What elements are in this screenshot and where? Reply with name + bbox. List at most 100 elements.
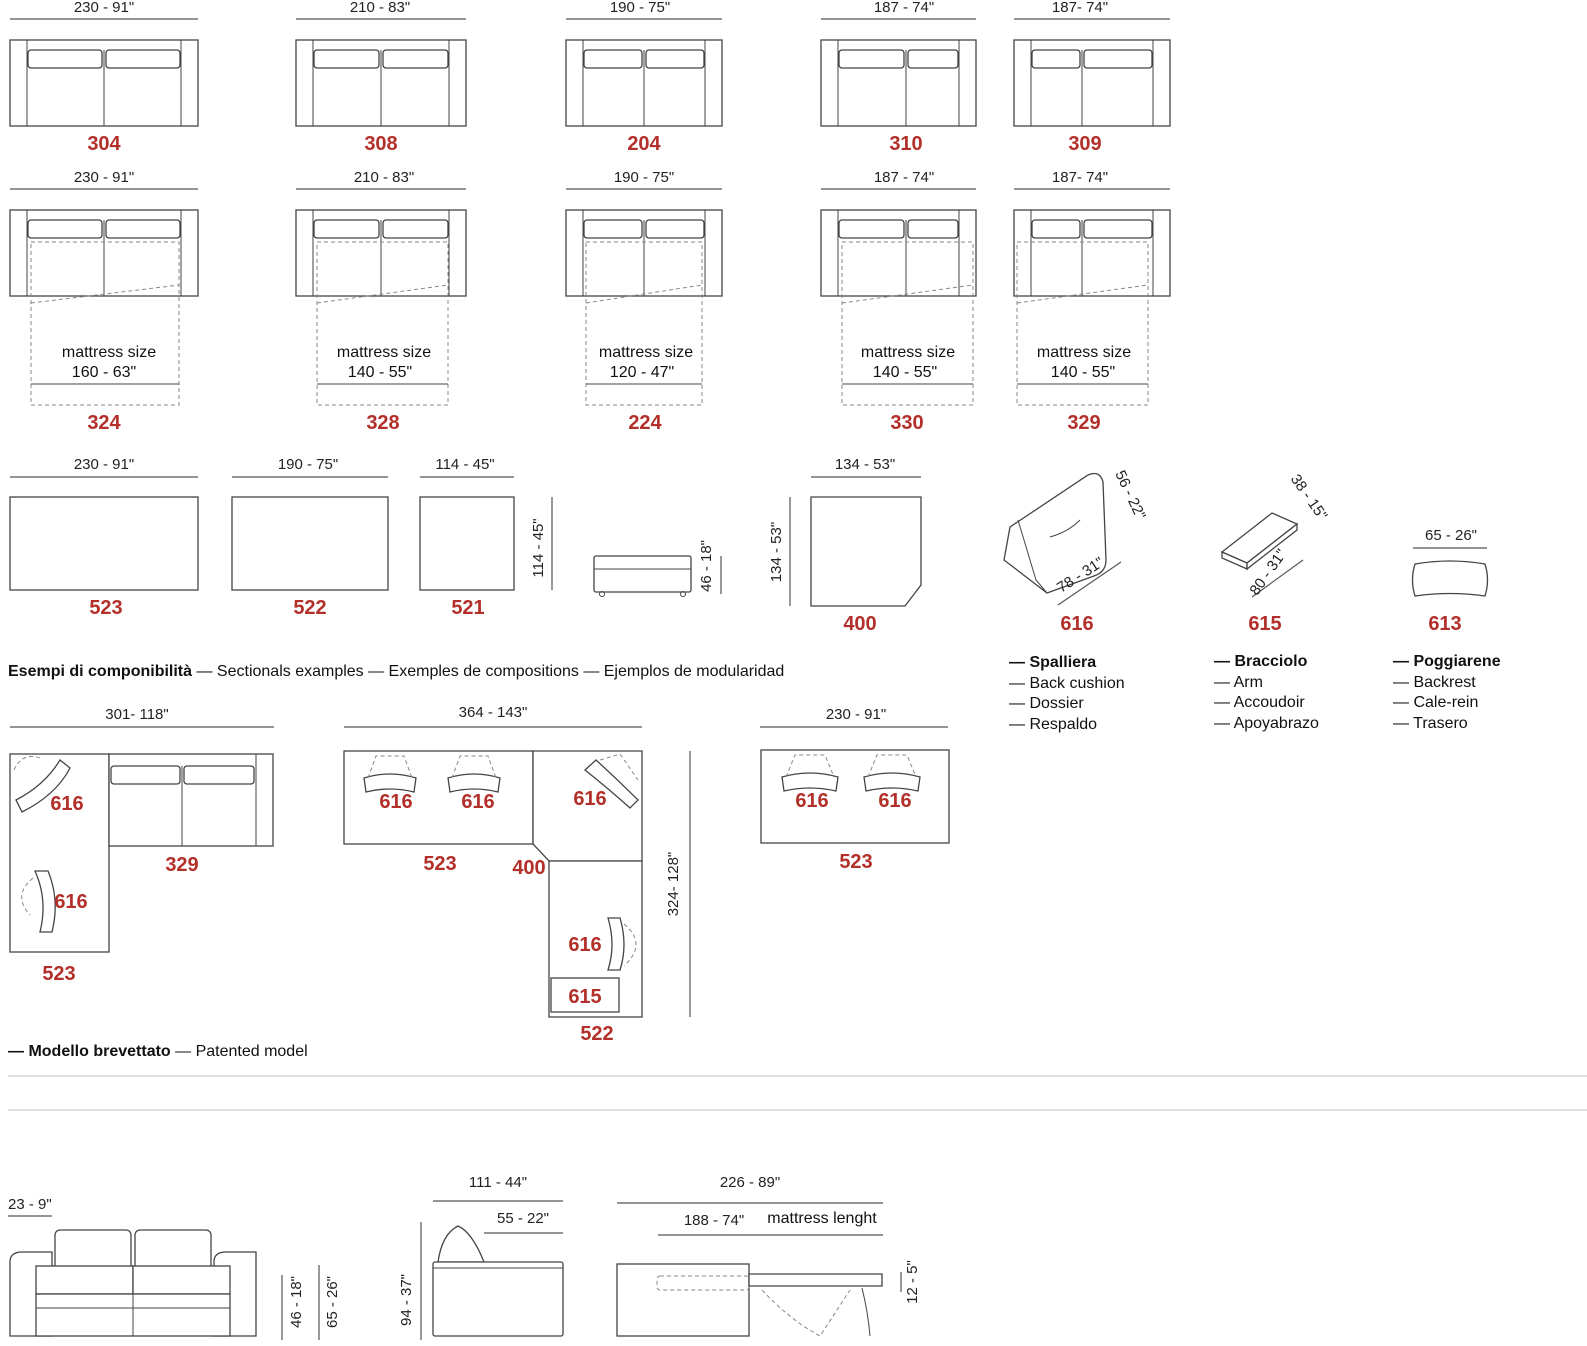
- mattress-size: 120 - 47": [610, 364, 674, 381]
- thickness-label: 12 - 5": [904, 1260, 921, 1304]
- dim-label: 114 - 45": [435, 456, 494, 473]
- svg-text:— Back cushion: — Back cushion: [1009, 675, 1125, 692]
- dim-a-label: 38 - 15": [1287, 471, 1331, 523]
- mattress-label: mattress size: [599, 344, 693, 361]
- legend-line: Dossier: [1029, 695, 1084, 712]
- legend-backrest: — Poggiarene — Backrest — Cale-rein — Tr…: [1393, 653, 1501, 732]
- side-elevation: 111 - 44" 55 - 22" 94 - 37": [398, 1174, 564, 1340]
- svg-text:— Backrest: — Backrest: [1393, 674, 1476, 691]
- ottoman-side-elevation: 46 - 18": [593, 540, 722, 597]
- model-code: 329: [1067, 412, 1100, 434]
- model-code: 615: [1248, 613, 1281, 635]
- model-code: 308: [364, 133, 397, 155]
- legend-line: Apoyabrazo: [1234, 715, 1319, 732]
- model-code: 616: [50, 793, 83, 815]
- sofa-308: 210 - 83" 308: [295, 0, 467, 155]
- model-code: 616: [1060, 613, 1093, 635]
- legend-line: Accoudoir: [1234, 694, 1306, 711]
- model-code: 616: [54, 891, 87, 913]
- model-code: 329: [165, 854, 198, 876]
- model-code: 523: [839, 851, 872, 873]
- dim-label: 210 - 83": [354, 169, 414, 186]
- examples-heading-rest: — Sectionals examples — Exemples de comp…: [192, 663, 784, 680]
- front-elevation: 23 - 9" 46 - 18" 65 - 26": [8, 1196, 341, 1340]
- svg-text:— Accoudoir: — Accoudoir: [1214, 694, 1305, 711]
- legend: — Spalliera — Back cushion — Dossier — R…: [1009, 653, 1501, 733]
- sofabed-324: 230 - 91" mattress size 160 - 63" 324: [9, 169, 199, 434]
- legend-line: Trasero: [1413, 715, 1468, 732]
- model-code: 523: [89, 597, 122, 619]
- model-code: 224: [628, 412, 662, 434]
- svg-text:— Poggiarene: — Poggiarene: [1393, 653, 1501, 670]
- ottoman-521: 114 - 45" 114 - 45" 521: [419, 456, 553, 619]
- legend-line: Backrest: [1413, 674, 1476, 691]
- mattress-label: mattress size: [1037, 344, 1131, 361]
- model-code: 400: [843, 613, 876, 635]
- legend-dash: —: [1009, 654, 1029, 671]
- model-code: 522: [580, 1023, 613, 1045]
- sofa-304: 230 - 91" 304: [9, 0, 199, 155]
- dim-label: 190 - 75": [278, 456, 338, 473]
- back-height-label: 65 - 26": [324, 1276, 341, 1328]
- patent-note: — Modello brevettato — Patented model: [8, 1043, 308, 1060]
- mattress-label: mattress size: [337, 344, 431, 361]
- side-dim-label: 134 - 53": [768, 522, 785, 582]
- backrest-613: 65 - 26" 613: [1411, 527, 1489, 635]
- depth-label: 111 - 44": [469, 1174, 527, 1191]
- svg-text:— Cale-rein: — Cale-rein: [1393, 694, 1478, 711]
- legend-back-cushion: — Spalliera — Back cushion — Dossier — R…: [1009, 654, 1125, 733]
- model-code: 328: [366, 412, 399, 434]
- height-label: 94 - 37": [398, 1274, 415, 1326]
- model-code: 309: [1068, 133, 1101, 155]
- sofa-310: 187 - 74" 310: [820, 0, 977, 155]
- svg-text:— Bracciolo: — Bracciolo: [1214, 653, 1308, 670]
- model-code: 616: [573, 788, 606, 810]
- height-dim-label: 46 - 18": [698, 540, 715, 592]
- example-2: 364 - 143" 324- 128" 616 616 616 523 400…: [343, 704, 691, 1045]
- dim-label: 301- 118": [105, 706, 168, 723]
- back-cushion-616: 56 - 22" 78 - 31" 616: [1003, 468, 1149, 635]
- dim-label: 187 - 74": [874, 0, 934, 16]
- model-code: 613: [1428, 613, 1461, 635]
- sofabed-328: 210 - 83" mattress size 140 - 55" 328: [295, 169, 467, 434]
- dim-label: 230 - 91": [74, 456, 134, 473]
- model-code: 521: [451, 597, 484, 619]
- model-code: 616: [795, 790, 828, 812]
- legend-line: Cale-rein: [1413, 694, 1478, 711]
- sofabed-224: 190 - 75" mattress size 120 - 47" 224: [565, 169, 723, 434]
- dim-label: 187- 74": [1052, 169, 1108, 186]
- mattress-label: mattress size: [62, 344, 156, 361]
- sofa-204: 190 - 75" 204: [565, 0, 723, 155]
- model-code: 523: [42, 963, 75, 985]
- dim-label: 364 - 143": [459, 704, 528, 721]
- dim-label: 230 - 91": [74, 0, 134, 16]
- row3-elements: 230 - 91" 523 190 - 75" 522 114 - 45" 11…: [9, 456, 1489, 635]
- legend-line: Back cushion: [1029, 675, 1124, 692]
- model-code: 310: [889, 133, 922, 155]
- legend-title: Bracciolo: [1234, 653, 1307, 670]
- sofabed-330: 187 - 74" mattress size 140 - 55" 330: [820, 169, 977, 434]
- model-code: 616: [461, 791, 494, 813]
- mattress-dim-label: 188 - 74": [684, 1212, 744, 1229]
- model-code: 324: [87, 412, 121, 434]
- dim-label: 65 - 26": [1425, 527, 1477, 544]
- ottoman-522: 190 - 75" 522: [231, 456, 389, 619]
- patent-rest: — Patented model: [171, 1043, 308, 1060]
- seat-height-label: 46 - 18": [288, 1276, 305, 1328]
- ottoman-523: 230 - 91" 523: [9, 456, 199, 619]
- examples-heading: Esempi di componibilità — Sectionals exa…: [8, 663, 784, 680]
- dim-label: 187- 74": [1052, 0, 1108, 16]
- length-label: 226 - 89": [720, 1174, 780, 1191]
- svg-text:— Dossier: — Dossier: [1009, 695, 1084, 712]
- svg-text:— Respaldo: — Respaldo: [1009, 716, 1097, 733]
- examples-heading-bold: Esempi di componibilità: [8, 663, 192, 680]
- mattress-size: 140 - 55": [1051, 364, 1115, 381]
- mattress-size: 160 - 63": [72, 364, 136, 381]
- sofa-309: 187- 74" 309: [1013, 0, 1171, 155]
- model-code: 523: [423, 853, 456, 875]
- legend-title: Poggiarene: [1413, 653, 1500, 670]
- dim-label: 190 - 75": [610, 0, 670, 16]
- dim-label: 134 - 53": [835, 456, 895, 473]
- model-code: 522: [293, 597, 326, 619]
